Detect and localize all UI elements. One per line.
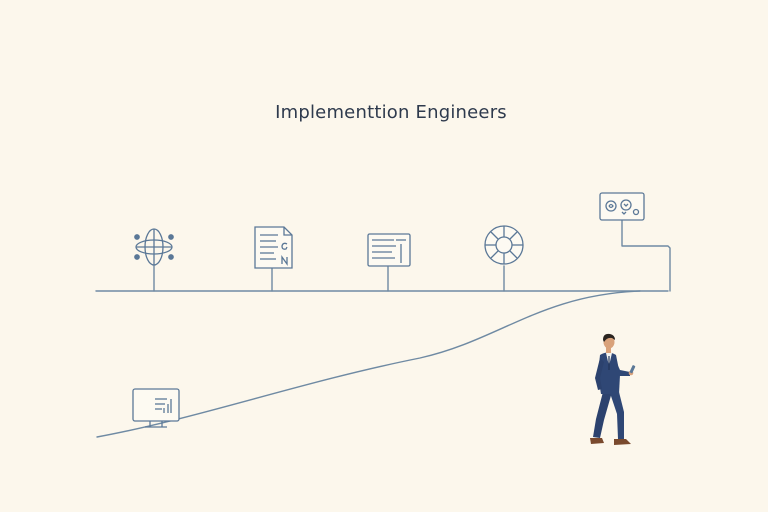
dashboard-card-icon <box>599 192 645 221</box>
globe-network-icon <box>134 228 174 266</box>
page-title: Implementtion Engineers <box>275 102 507 123</box>
monitor-panel-icon <box>367 233 411 267</box>
growth-curve <box>96 290 641 438</box>
computer-chart-icon <box>132 388 180 428</box>
walking-businessman <box>590 333 636 445</box>
card-connector <box>621 219 671 292</box>
wheel-icon <box>484 225 524 265</box>
document-icon <box>254 226 293 269</box>
